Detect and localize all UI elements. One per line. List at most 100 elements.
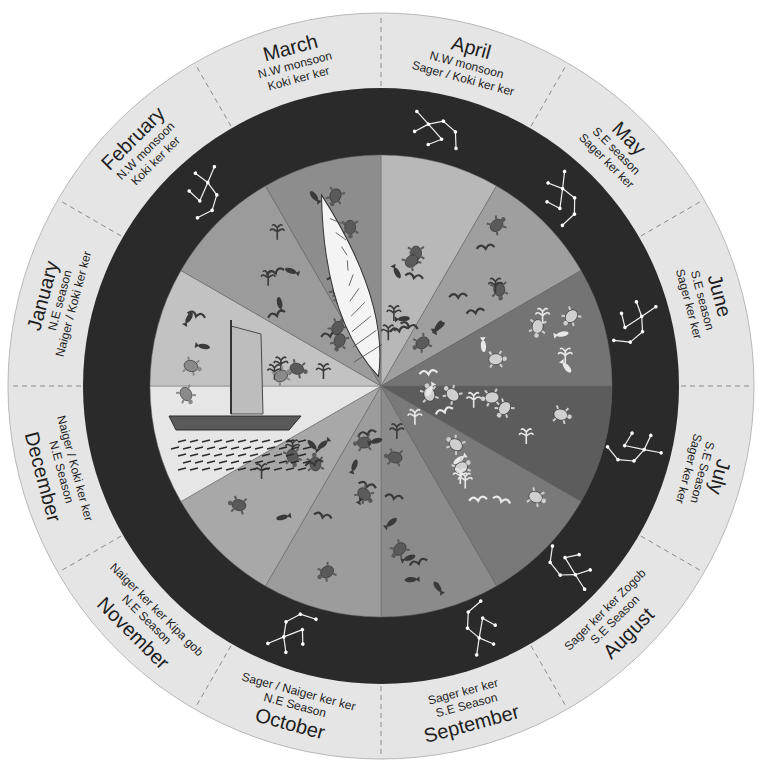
turtle-icon [288,359,310,380]
bird-icon [187,311,205,319]
turtle-icon [283,447,303,469]
plant-icon [255,464,269,479]
canoe-icon [169,320,301,430]
turtle-icon [176,384,199,408]
constellation-icon [265,602,320,662]
season-wedges [150,155,612,617]
fish-icon [367,436,383,446]
turtle-icon [419,381,439,403]
turtle-icon [353,483,377,507]
bird-icon [314,512,332,520]
month-divider [9,386,81,387]
month-divider [381,686,382,758]
plant-icon [488,278,502,293]
turtle-icon [528,319,546,339]
month-divider [59,200,121,236]
turtle-icon [182,356,205,377]
turtle-icon [401,248,425,272]
bird-icon [449,294,467,299]
bird-icon [405,273,423,280]
plant-icon [408,410,422,425]
fish-icon [383,516,398,530]
month-divider [531,64,567,126]
fish-icon [424,382,437,398]
constellation-icon [540,542,599,592]
turtle-icon [409,332,433,355]
fish-icon [431,320,447,334]
plant-icon [467,393,481,408]
leaf-icon [309,189,391,381]
fish-school [171,440,311,470]
month-divider [641,200,703,236]
bird-icon [358,429,376,437]
fish-icon [308,189,322,204]
turtle-icon [486,212,510,236]
bird-icon [469,496,487,502]
turtle-icon [383,448,404,467]
turtle-icon [313,561,337,585]
turtle-icon [271,363,295,386]
month-divider [195,64,231,126]
month-divider [531,646,567,708]
fish-icon [395,315,410,322]
fish-icon [276,513,292,522]
fish-icon [390,264,402,280]
fish-icon [404,576,419,583]
constellation-icon [536,169,589,229]
bird-icon [493,496,511,505]
month-divider [195,646,231,708]
constellation-icon [610,294,659,352]
fish-icon [316,437,331,451]
constellation-icon [453,598,505,657]
animals-plants [176,186,582,596]
turtle-icon [442,432,466,456]
bird-icon [476,244,494,250]
constellation-icon [604,423,663,474]
month-divider [641,536,703,572]
turtle-icon [488,351,507,368]
month-divider [681,386,753,387]
fish-icon [195,342,211,350]
fish-icon [480,337,487,352]
plant-icon [261,271,275,286]
fish-icon [284,266,300,277]
calendar-wheel [8,13,754,759]
star-ring [83,88,679,684]
constellation-icon [408,109,464,152]
bird-icon [385,494,403,500]
turtle-icon [386,538,410,562]
bird-icon [435,406,453,415]
bird-icon [267,309,285,319]
plant-icon [453,469,467,484]
plant-icon [270,225,284,240]
plant-icon [316,364,330,379]
fish-icon [306,438,321,453]
month-ring [8,13,754,759]
season-wedge [150,386,381,502]
month-divider [381,14,382,86]
bird-icon [419,370,437,376]
bird-icon [466,308,484,315]
plant-icon [390,424,404,439]
season-wedge [381,386,497,617]
turtle-icon [226,495,247,515]
fish-icon [553,330,569,339]
plant-icon [558,348,572,363]
fish-icon [559,359,573,374]
plant-icon [536,308,550,323]
plant-icon [519,429,533,444]
turtle-icon [480,389,500,407]
fish-icon [400,553,416,564]
turtle-icon [558,306,582,330]
fish-icon [349,458,360,474]
fish-icon [432,580,445,596]
constellation-icon [183,165,227,221]
plant-icon [381,325,395,340]
turtle-icon [552,405,574,425]
bird-icon [400,321,418,330]
turtle-icon [439,381,463,405]
turtle-icon [526,487,549,509]
plant-icon [387,306,401,321]
